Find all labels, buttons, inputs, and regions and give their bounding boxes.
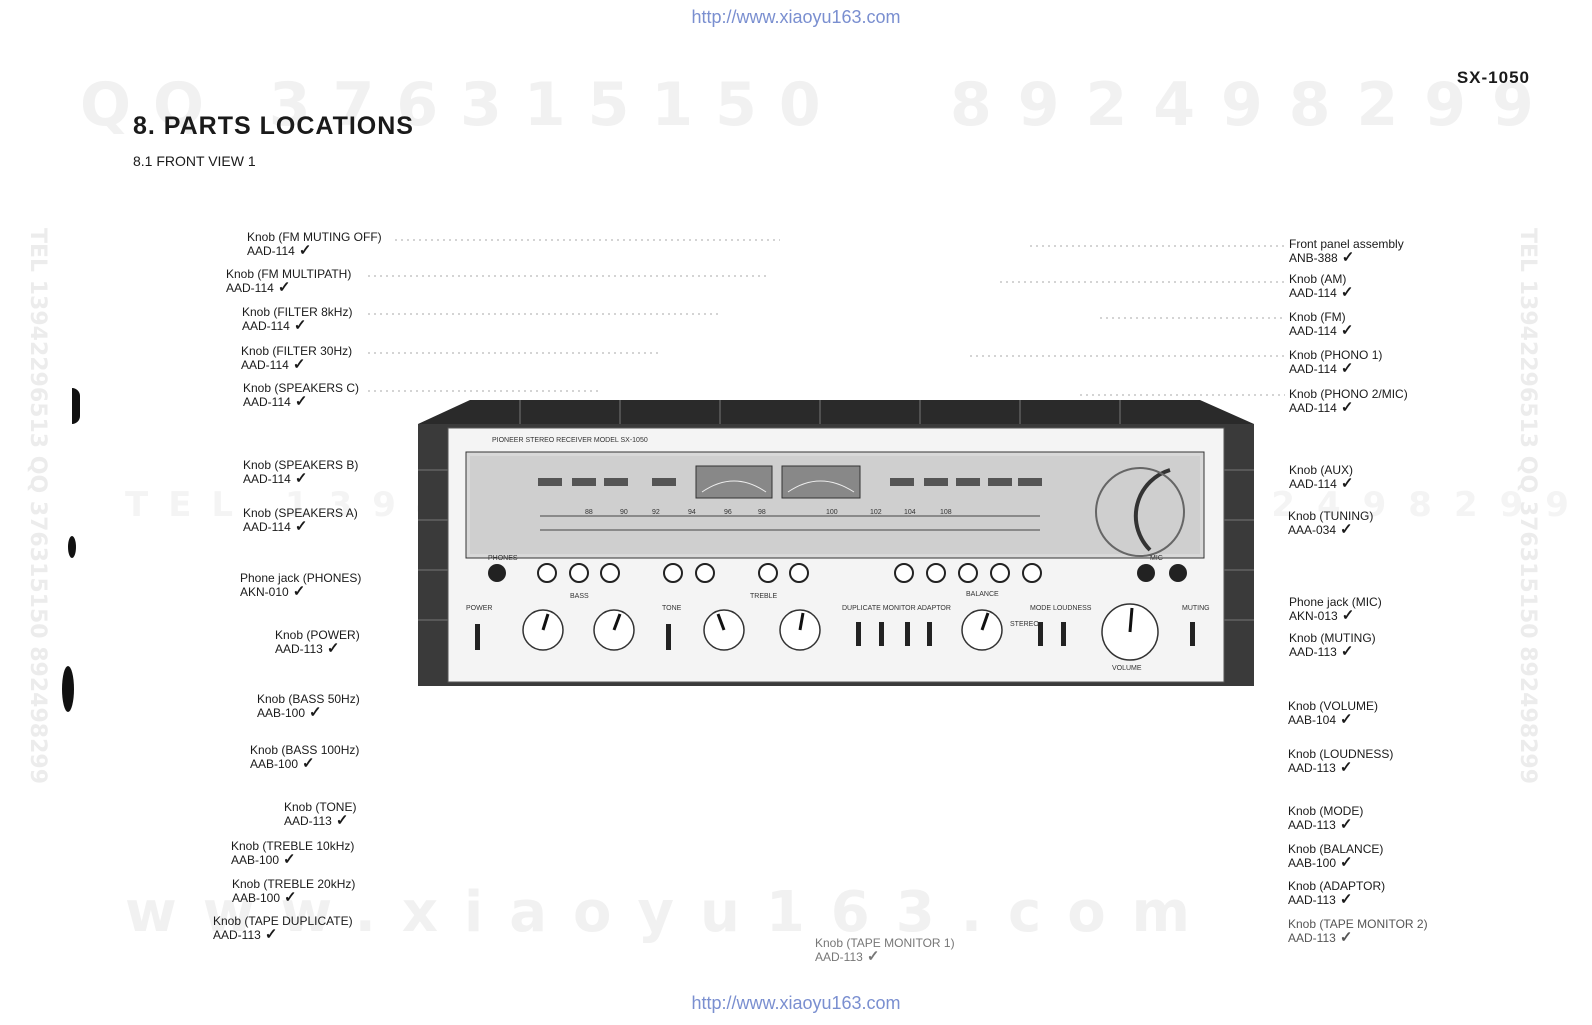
label-phono-2-mic: Knob (PHONO 2/MIC)AAD-114✓ xyxy=(1289,387,1408,416)
label-tape-duplicate: Knob (TAPE DUPLICATE)AAD-113✓ xyxy=(213,914,353,943)
svg-text:MIC: MIC xyxy=(1150,555,1163,562)
watermark-qq-top-left: QQ 376315150 xyxy=(80,70,843,140)
svg-text:TONE: TONE xyxy=(662,605,682,612)
svg-text:MODE LOUDNESS: MODE LOUDNESS xyxy=(1030,605,1092,612)
svg-text:108: 108 xyxy=(940,509,952,516)
label-tuning: Knob (TUNING)AAA-034✓ xyxy=(1288,509,1374,538)
label-mic-jack: Phone jack (MIC)AKN-013✓ xyxy=(1289,595,1382,624)
subsection-title: 8.1 FRONT VIEW 1 xyxy=(133,153,256,169)
label-volume: Knob (VOLUME)AAB-104✓ xyxy=(1288,699,1379,728)
section-title: 8. PARTS LOCATIONS xyxy=(133,112,414,140)
svg-text:TREBLE: TREBLE xyxy=(750,593,778,600)
svg-text:104: 104 xyxy=(904,509,916,516)
panel-brand: PIONEER STEREO RECEIVER MODEL SX-1050 xyxy=(492,437,648,444)
svg-text:100: 100 xyxy=(826,509,838,516)
svg-text:BASS: BASS xyxy=(570,593,589,600)
source-url-top[interactable]: http://www.xiaoyu163.com xyxy=(691,7,901,27)
label-phones-jack: Phone jack (PHONES)AKN-010✓ xyxy=(240,571,362,600)
svg-text:VOLUME: VOLUME xyxy=(1112,665,1142,672)
svg-text:90: 90 xyxy=(620,509,628,516)
label-bass-50hz: Knob (BASS 50Hz)AAB-100✓ xyxy=(257,692,360,721)
label-tone: Knob (TONE)AAD-113✓ xyxy=(284,800,357,829)
label-bass-100hz: Knob (BASS 100Hz)AAB-100✓ xyxy=(250,743,360,772)
binding-mark xyxy=(62,666,74,712)
label-fm-muting-off: Knob (FM MUTING OFF)AAD-114✓ xyxy=(247,230,382,259)
label-loudness: Knob (LOUDNESS)AAD-113✓ xyxy=(1288,747,1394,776)
svg-text:92: 92 xyxy=(652,509,660,516)
svg-text:DUPLICATE MONITOR ADAPTOR: DUPLICATE MONITOR ADAPTOR xyxy=(842,605,951,612)
svg-text:94: 94 xyxy=(688,509,696,516)
label-speakers-c: Knob (SPEAKERS C)AAD-114✓ xyxy=(243,381,360,410)
label-aux: Knob (AUX)AAD-114✓ xyxy=(1289,463,1354,492)
label-fm: Knob (FM)AAD-114✓ xyxy=(1289,310,1354,339)
label-filter-30hz: Knob (FILTER 30Hz)AAD-114✓ xyxy=(241,344,353,373)
label-muting: Knob (MUTING)AAD-113✓ xyxy=(1289,631,1376,660)
svg-text:STEREO: STEREO xyxy=(1010,621,1039,628)
source-url-bottom[interactable]: http://www.xiaoyu163.com xyxy=(691,993,901,1013)
label-speakers-b: Knob (SPEAKERS B)AAD-114✓ xyxy=(243,458,359,487)
label-phono-1: Knob (PHONO 1)AAD-114✓ xyxy=(1289,348,1383,377)
svg-text:96: 96 xyxy=(724,509,732,516)
svg-text:98: 98 xyxy=(758,509,766,516)
label-fm-multipath: Knob (FM MULTIPATH)AAD-114✓ xyxy=(226,267,352,296)
svg-text:POWER: POWER xyxy=(466,605,492,612)
label-speakers-a: Knob (SPEAKERS A)AAD-114✓ xyxy=(243,506,358,535)
svg-text:BALANCE: BALANCE xyxy=(966,591,999,598)
label-power: Knob (POWER)AAD-113✓ xyxy=(275,628,360,657)
label-filter-8khz: Knob (FILTER 8kHz)AAD-114✓ xyxy=(242,305,353,334)
svg-text:MUTING: MUTING xyxy=(1182,605,1210,612)
label-adaptor: Knob (ADAPTOR)AAD-113✓ xyxy=(1288,879,1386,908)
watermark-qq-top-right: 892498299 xyxy=(950,70,1560,140)
label-mode: Knob (MODE)AAD-113✓ xyxy=(1288,804,1364,833)
svg-text:88: 88 xyxy=(585,509,593,516)
svg-text:PHONES: PHONES xyxy=(488,555,518,562)
label-tape-monitor-2: Knob (TAPE MONITOR 2)AAD-113✓ xyxy=(1288,917,1428,946)
label-balance: Knob (BALANCE)AAB-100✓ xyxy=(1288,842,1384,871)
watermark-www-bottom: www.xiaoyu163.com xyxy=(125,880,1217,945)
binding-mark xyxy=(72,388,80,424)
model-number: SX-1050 xyxy=(1456,68,1530,87)
label-tape-monitor-1: Knob (TAPE MONITOR 1)AAD-113✓ xyxy=(815,936,955,965)
label-treble-20khz: Knob (TREBLE 20kHz)AAB-100✓ xyxy=(232,877,356,906)
svg-text:102: 102 xyxy=(870,509,882,516)
label-am: Knob (AM)AAD-114✓ xyxy=(1289,272,1354,301)
binding-mark xyxy=(68,536,76,558)
label-treble-10khz: Knob (TREBLE 10kHz)AAB-100✓ xyxy=(231,839,355,868)
